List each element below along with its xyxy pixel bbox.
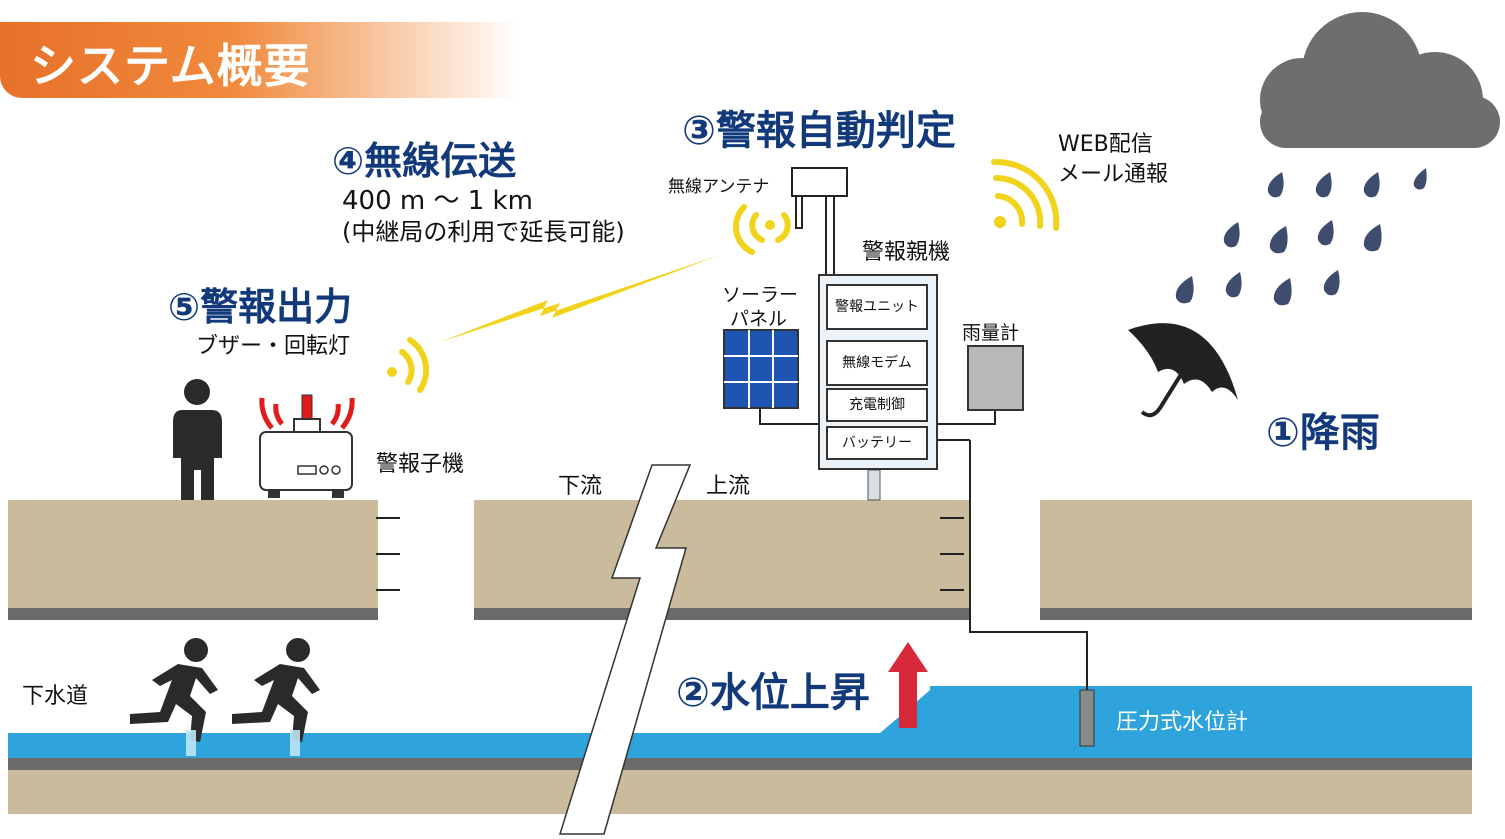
module-alarm-unit: 警報ユニット [826,284,928,330]
solar-label-2: パネル [730,308,788,330]
step-wireless-transmission: ④無線伝送 [332,139,517,183]
wireless-bolt-icon [440,255,720,342]
ground-left [8,500,378,620]
pressure-gauge-icon [1079,689,1095,747]
receiver-signal-icon [387,337,430,393]
signal-wave-icon [732,204,791,255]
umbrella-icon [1128,323,1238,418]
title-banner [0,22,520,98]
mail-notify-label: メール通報 [1058,162,1169,187]
wireless-range: 400 m ～ 1 km [342,186,533,216]
sewer-label: 下水道 [22,684,89,709]
rain-gauge-icon [967,345,1024,411]
wireless-relay-note: (中継局の利用で延長可能) [342,218,625,246]
alarm-output-desc: ブザー・回転灯 [196,334,351,359]
upstream-label: 上流 [706,474,751,499]
water-channel [8,686,1472,814]
child-unit-label: 警報子機 [376,452,465,477]
unit-pole [867,469,881,501]
page-title: システム概要 [30,39,311,93]
rain-gauge-cable [936,410,996,425]
module-charge-control: 充電制御 [826,388,928,422]
antenna-label: 無線アンテナ [668,177,770,197]
web-signal-icon [991,158,1060,231]
raindrop-icons [1175,168,1427,306]
solar-cable [759,408,818,425]
rain-gauge-label: 雨量計 [962,322,1020,344]
module-battery: バッテリー [826,426,928,460]
downstream-label: 下流 [558,474,603,499]
alarm-child-unit-icon [259,394,355,498]
antenna-icon [791,167,848,229]
parent-unit-label: 警報親機 [862,240,951,265]
water-gauge-label: 圧力式水位計 [1116,710,1249,735]
solar-panel-icon [723,329,799,409]
step-water-rise: ②水位上昇 [676,670,870,716]
antenna-mast [825,184,835,274]
step-alarm-output: ⑤警報出力 [168,285,353,329]
person-standing-icon [173,379,222,500]
running-person-icon [130,638,218,742]
module-wireless-modem: 無線モデム [826,340,928,386]
step-rainfall: ①降雨 [1266,410,1380,456]
web-delivery-label: WEB配信 [1058,132,1153,157]
gauge-cable [969,440,1088,690]
solar-label-1: ソーラー [722,284,799,306]
section-break-line [558,464,692,835]
cloud-icon [1260,12,1500,148]
water-rise-arrow [888,642,928,728]
ground-middle [474,500,970,620]
ground-right [1040,500,1472,620]
running-person-icon [232,638,320,742]
manhole-rungs [376,517,964,591]
step-auto-judgment: ③警報自動判定 [682,108,956,154]
